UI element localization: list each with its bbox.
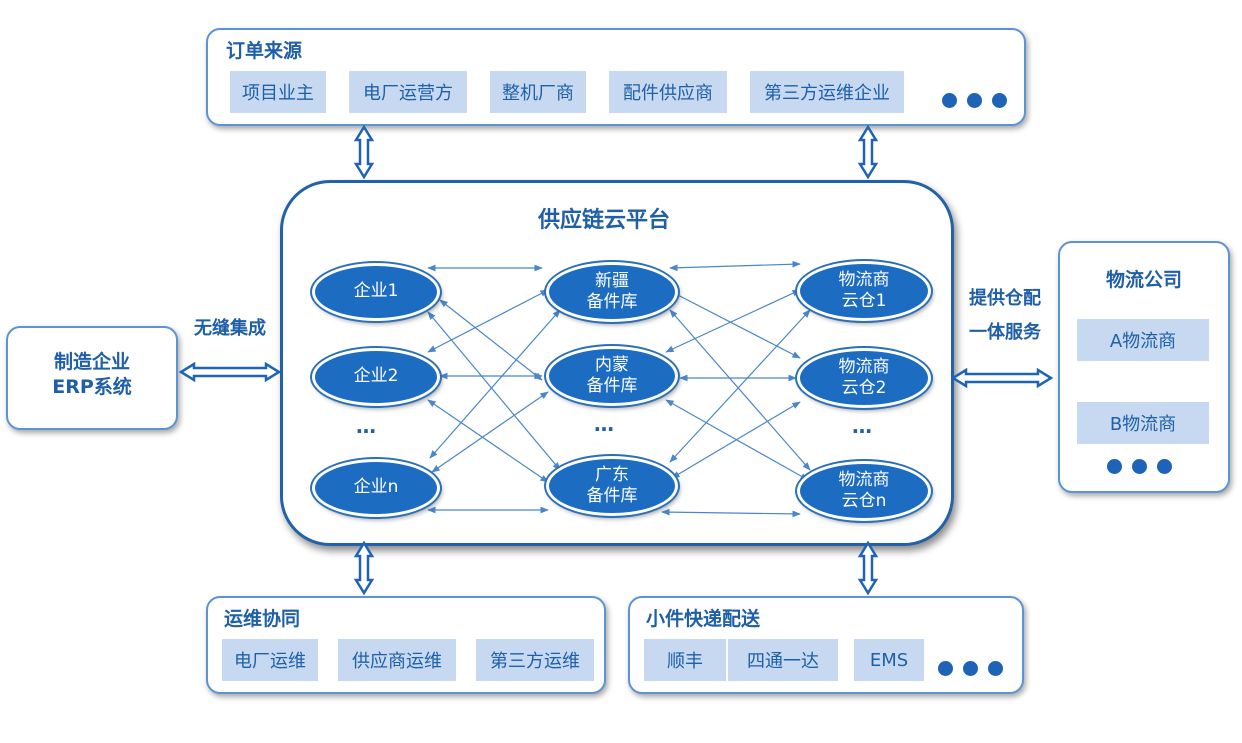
spare-warehouse-more: … — [594, 412, 617, 436]
express-item: EMS — [854, 639, 924, 681]
logistics-item: A物流商 — [1077, 319, 1209, 361]
enterprise-node: 企业2 — [312, 348, 440, 406]
enterprise-node: 企业n — [312, 459, 440, 517]
ops-item: 供应商运维 — [338, 639, 456, 681]
erp-panel: 制造企业 ERP系统 — [6, 326, 178, 430]
express-item: 四通一达 — [728, 639, 838, 681]
order-source-item: 第三方运维企业 — [750, 71, 904, 113]
cloud-warehouse-node: 物流商 云仓2 — [797, 348, 931, 408]
order-source-item: 项目业主 — [230, 71, 326, 113]
logistics-item: B物流商 — [1077, 402, 1209, 444]
spare-warehouse-node: 内蒙 备件库 — [546, 346, 678, 406]
more-dots — [938, 661, 1003, 676]
ops-item: 电厂运维 — [222, 639, 318, 681]
warehouse-delivery-label: 提供仓配 一体服务 — [969, 288, 1041, 344]
platform-title: 供应链云平台 — [538, 208, 671, 233]
mesh-links — [427, 260, 811, 518]
enterprise-node: 企业1 — [312, 263, 440, 321]
cloud-warehouse-node: 物流商 云仓n — [797, 461, 931, 521]
more-dots — [1107, 459, 1172, 474]
spare-warehouse-node: 新疆 备件库 — [546, 262, 678, 322]
order-sources-panel: 订单来源 项目业主 电厂运营方 整机厂商 配件供应商 第三方运维企业 — [206, 28, 1026, 126]
enterprise-more: … — [356, 414, 379, 438]
express-panel: 小件快递配送 顺丰 四通一达 EMS — [628, 596, 1024, 694]
logistics-panel: 物流公司 A物流商 B物流商 — [1058, 241, 1230, 493]
cloud-warehouse-more: … — [852, 414, 875, 438]
erp-label: 制造企业 ERP系统 — [52, 351, 132, 398]
ops-item: 第三方运维 — [476, 639, 594, 681]
order-sources-title: 订单来源 — [226, 40, 303, 62]
order-source-item: 整机厂商 — [490, 71, 586, 113]
order-source-item: 电厂运营方 — [349, 71, 467, 113]
seamless-integration-label: 无缝集成 — [194, 318, 266, 339]
spare-warehouse-node: 广东 备件库 — [546, 456, 678, 516]
logistics-title: 物流公司 — [1105, 269, 1182, 291]
ops-title: 运维协同 — [224, 608, 301, 630]
ops-panel: 运维协同 电厂运维 供应商运维 第三方运维 — [206, 596, 606, 694]
double-arrows — [178, 124, 1054, 596]
more-dots — [942, 93, 1007, 108]
express-title: 小件快递配送 — [646, 608, 761, 630]
order-source-item: 配件供应商 — [609, 71, 727, 113]
cloud-warehouse-node: 物流商 云仓1 — [797, 261, 931, 321]
express-item: 顺丰 — [644, 639, 726, 681]
